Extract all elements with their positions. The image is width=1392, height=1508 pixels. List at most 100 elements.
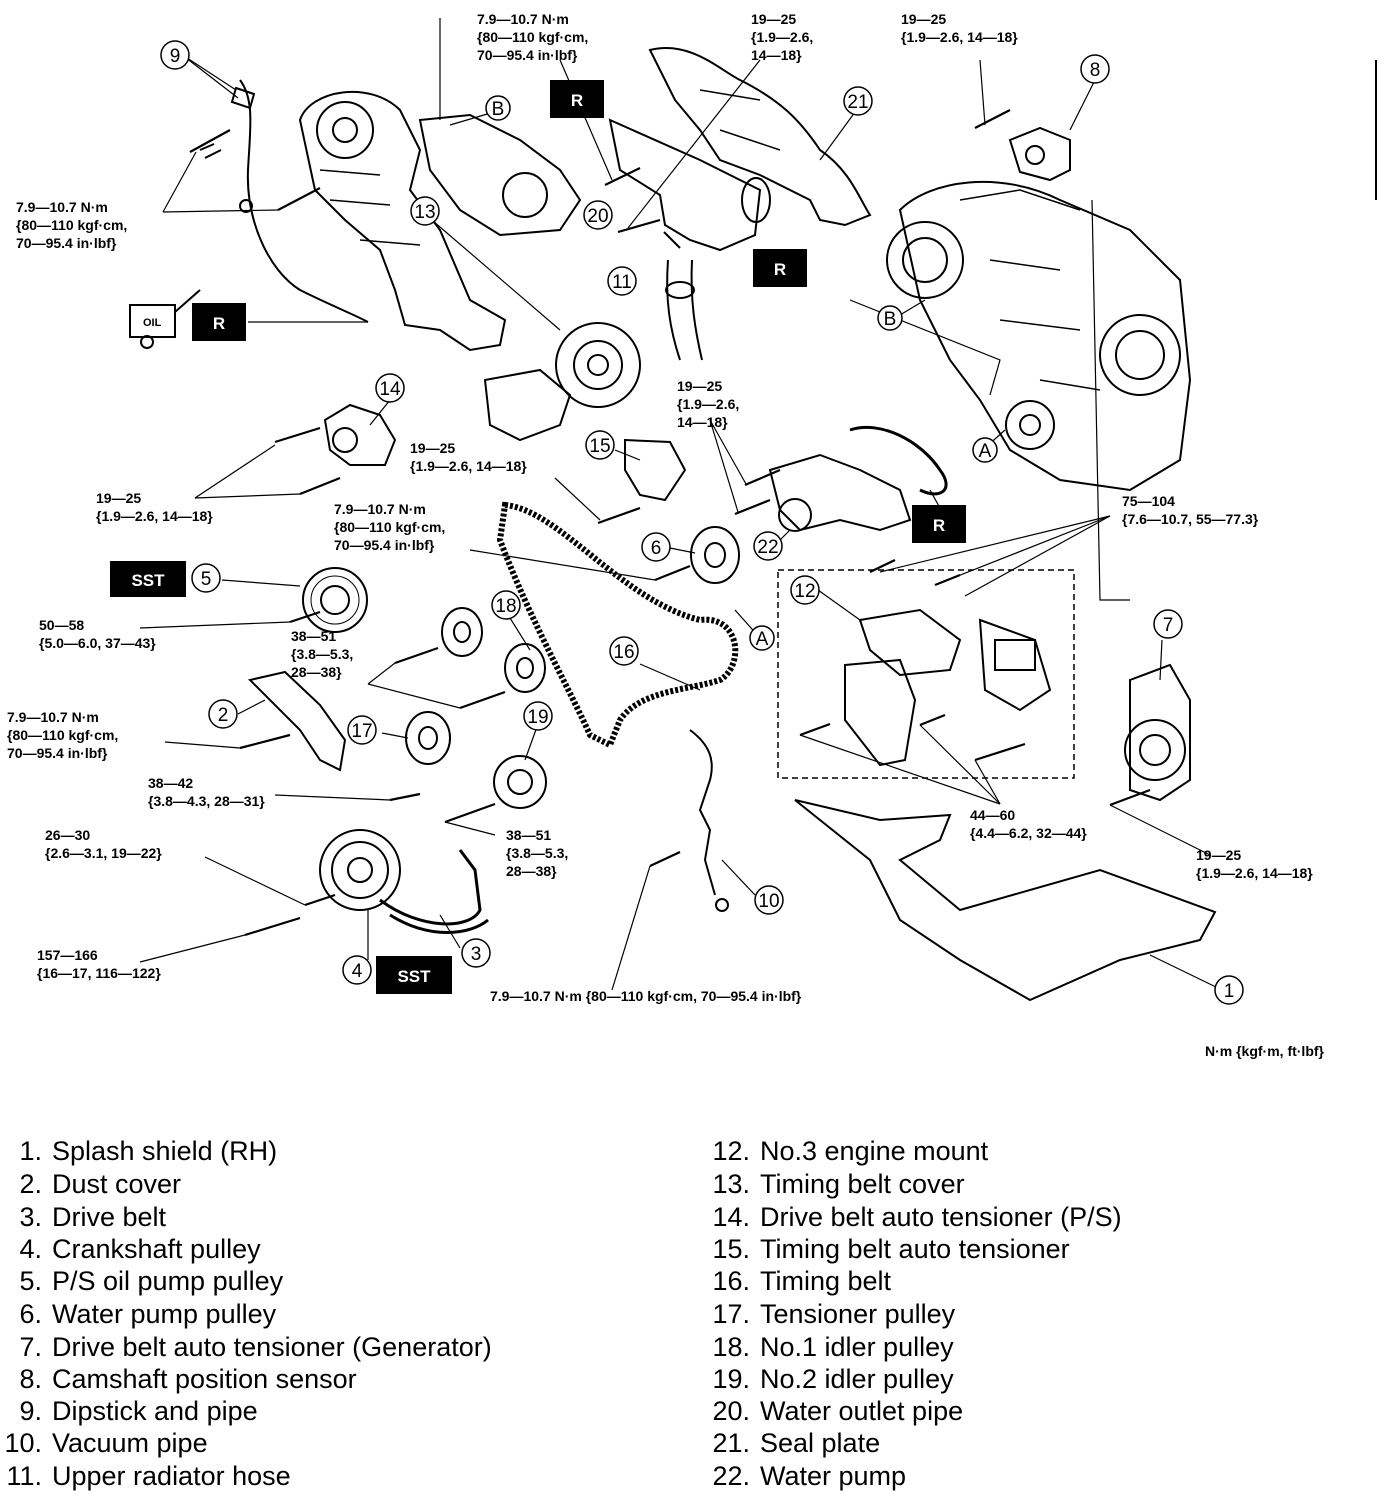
- callout-15: 15: [585, 430, 615, 460]
- legend-item: 1.Splash shield (RH): [19, 1136, 278, 1166]
- callout-1: 1: [1214, 975, 1244, 1005]
- torque-spec: 75—104{7.6—10.7, 55—77.3}: [1122, 493, 1259, 527]
- callout-9: 9: [160, 40, 190, 70]
- callout-a: A: [749, 625, 775, 651]
- legend-item: 2.Dust cover: [19, 1169, 182, 1199]
- svg-text:B: B: [492, 99, 505, 120]
- bolts: [189, 109, 1151, 937]
- replace-tag: R: [550, 80, 604, 118]
- svg-text:15: 15: [589, 436, 610, 457]
- svg-text:22: 22: [757, 537, 778, 558]
- svg-text:9: 9: [170, 46, 181, 67]
- engine-block-drawing: [886, 180, 1192, 492]
- legend-item: 9.Dipstick and pipe: [19, 1396, 258, 1426]
- water-pump-pulley-drawing: [690, 526, 740, 584]
- torque-spec: 38—51{3.8—5.3,28—38}: [291, 628, 353, 680]
- no3-engine-mount-drawing: [777, 569, 1075, 779]
- torque-spec-labels: 7.9—10.7 N·m{80—110 kgf·cm,70—95.4 in·lb…: [7, 11, 1325, 1059]
- svg-text:5: 5: [201, 569, 212, 590]
- timing-belt-cover-drawing: [298, 90, 582, 352]
- callout-13: 13: [410, 196, 440, 226]
- torque-spec: 38—42{3.8—4.3, 28—31}: [148, 775, 265, 809]
- svg-text:R: R: [774, 260, 786, 279]
- replace-tag: R: [192, 303, 246, 341]
- svg-text:12: 12: [794, 581, 815, 602]
- water-outlet-pipe-drawing: [608, 118, 771, 252]
- legend-item: 13.Timing belt cover: [712, 1169, 965, 1199]
- legend-item: 3.Drive belt: [19, 1202, 167, 1232]
- torque-spec: 19—25{1.9—2.6, 14—18}: [410, 440, 527, 474]
- callout-8: 8: [1080, 54, 1110, 84]
- callout-17: 17: [347, 715, 377, 745]
- torque-spec: 26—30{2.6—3.1, 19—22}: [45, 827, 162, 861]
- tensioner-pulley-drawing: [405, 711, 451, 765]
- legend-item: 19.No.2 idler pulley: [712, 1364, 954, 1394]
- svg-text:R: R: [933, 516, 945, 535]
- callout-b: B: [877, 305, 903, 331]
- no1-idler-pulley-drawing: [441, 607, 546, 693]
- torque-spec: 19—25{1.9—2.6, 14—18}: [1196, 847, 1313, 881]
- water-pump-drawing: [768, 425, 948, 532]
- svg-text:14: 14: [379, 379, 401, 400]
- replace-tag: R: [912, 505, 966, 543]
- callout-20: 20: [583, 200, 613, 230]
- svg-text:21: 21: [847, 92, 868, 113]
- no2-idler-pulley-drawing: [493, 755, 547, 809]
- callout-19: 19: [523, 701, 553, 731]
- callout-3: 3: [461, 938, 491, 968]
- svg-text:7: 7: [1163, 615, 1174, 636]
- svg-text:2: 2: [218, 705, 229, 726]
- callout-10: 10: [754, 885, 784, 915]
- svg-text:11: 11: [612, 272, 632, 293]
- svg-text:R: R: [213, 314, 225, 333]
- dipstick-and-pipe-drawing: [199, 79, 369, 323]
- oil-can-icon: [129, 289, 201, 349]
- exploded-view-diagram: 7.9—10.7 N·m{80—110 kgf·cm,70—95.4 in·lb…: [7, 11, 1377, 1059]
- svg-text:B: B: [884, 309, 897, 330]
- camshaft-position-sensor-drawing: [1008, 126, 1071, 182]
- legend-item: 21.Seal plate: [712, 1428, 881, 1458]
- torque-spec: 7.9—10.7 N·m{80—110 kgf·cm,70—95.4 in·lb…: [7, 709, 118, 761]
- callout-11: 11: [607, 266, 637, 296]
- svg-text:16: 16: [613, 642, 634, 663]
- callout-2: 2: [208, 699, 238, 729]
- legend-item: 4.Crankshaft pulley: [19, 1234, 261, 1264]
- vacuum-pipe-drawing: [689, 729, 729, 912]
- legend-item: 14.Drive belt auto tensioner (P/S): [712, 1202, 1122, 1232]
- callout-b: B: [485, 95, 511, 121]
- torque-spec: 19—25{1.9—2.6, 14—18}: [901, 11, 1018, 45]
- svg-text:A: A: [756, 629, 769, 650]
- drive-belt-drawing: [379, 849, 489, 934]
- oil-label: OIL: [143, 317, 162, 329]
- callout-21: 21: [843, 86, 873, 116]
- callout-14: 14: [375, 373, 405, 403]
- torque-spec: 19—25{1.9—2.6,14—18}: [751, 11, 813, 63]
- svg-text:SST: SST: [131, 571, 165, 590]
- legend-item: 6.Water pump pulley: [19, 1299, 277, 1329]
- sst-tag: SST: [376, 956, 452, 994]
- callout-5: 5: [191, 563, 221, 593]
- generator-auto-tensioner-drawing: [1124, 663, 1191, 802]
- torque-spec: 7.9—10.7 N·m{80—110 kgf·cm,70—95.4 in·lb…: [334, 501, 445, 553]
- torque-spec: 50—58{5.0—6.0, 37—43}: [39, 617, 156, 651]
- svg-text:R: R: [571, 91, 583, 110]
- splash-shield-drawing: [794, 799, 1217, 1002]
- legend-item: 10.Vacuum pipe: [4, 1428, 208, 1458]
- callout-18: 18: [491, 590, 521, 620]
- torque-spec: 19—25{1.9—2.6,14—18}: [677, 378, 739, 430]
- torque-spec: 7.9—10.7 N·m {80—110 kgf·cm, 70—95.4 in·…: [490, 988, 802, 1004]
- legend-item: 17.Tensioner pulley: [712, 1299, 956, 1329]
- replace-tag: R: [753, 249, 807, 287]
- ps-oil-pump-pulley-drawing: [302, 567, 368, 633]
- svg-text:6: 6: [651, 538, 662, 559]
- torque-spec: 7.9—10.7 N·m{80—110 kgf·cm,70—95.4 in·lb…: [16, 199, 127, 251]
- torque-spec: 7.9—10.7 N·m{80—110 kgf·cm,70—95.4 in·lb…: [477, 11, 588, 63]
- ps-auto-tensioner-drawing: [323, 403, 397, 466]
- crankshaft-pulley-drawing: [319, 829, 401, 911]
- torque-spec: 19—25{1.9—2.6, 14—18}: [96, 490, 213, 524]
- callout-4: 4: [342, 955, 372, 985]
- legend-item: 8.Camshaft position sensor: [19, 1364, 357, 1394]
- parts-legend: 1.Splash shield (RH) 2.Dust cover 3.Driv…: [0, 1130, 1392, 1500]
- svg-text:1: 1: [1224, 981, 1235, 1002]
- callout-22: 22: [753, 531, 783, 561]
